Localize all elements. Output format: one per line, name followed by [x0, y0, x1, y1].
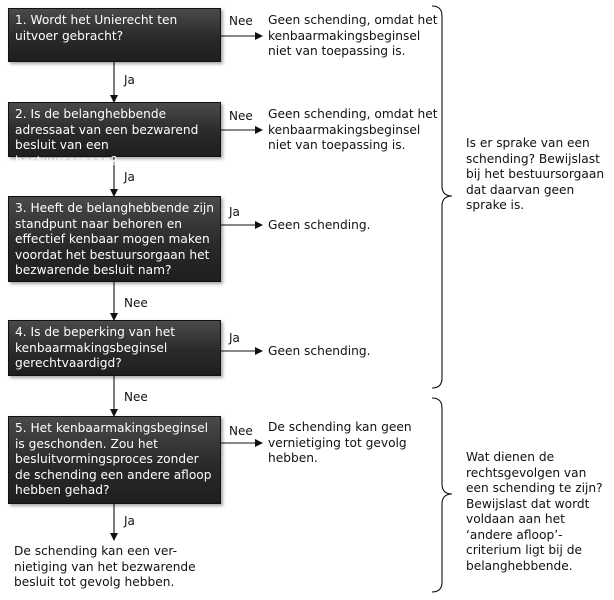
side-label-5: Nee — [229, 424, 253, 438]
side-label-2: Nee — [229, 109, 253, 123]
bracket-bottom — [431, 397, 453, 593]
decision-step-5: 5. Het kenbaarmakingsbeginsel is geschon… — [8, 416, 221, 504]
decision-step-2: 2. Is de belanghebbende adressaat van ee… — [8, 102, 221, 168]
side-label-1: Nee — [229, 14, 253, 28]
bracket-note-bottom: Wat dienen de rechtsgevolgen van een sch… — [466, 450, 603, 573]
outcome-5: De schending kan geen vernietiging tot g… — [268, 420, 412, 465]
decision-step-1: 1. Wordt het Unierecht ten uitvoer gebra… — [8, 8, 221, 62]
side-label-4: Ja — [229, 331, 240, 345]
outcome-2: Geen schending, omdat het kenbaarmakings… — [268, 107, 438, 152]
down-label-4: Nee — [124, 390, 148, 404]
bracket-note-top: Is er sprake van een schending? Bewijsla… — [466, 136, 605, 212]
outcome-1: Geen schending, omdat het kenbaarmakings… — [268, 13, 438, 58]
outcome-3: Geen schending. — [268, 218, 371, 232]
side-label-3: Ja — [229, 205, 240, 219]
decision-step-3: 3. Heeft de belanghebbende zijn standpun… — [8, 196, 221, 282]
down-label-3: Nee — [124, 296, 148, 310]
down-label-1: Ja — [124, 73, 135, 87]
outcome-4: Geen schending. — [268, 344, 371, 358]
decision-step-4: 4. Is de beperking van het kenbaarmaking… — [8, 320, 221, 376]
down-label-2: Ja — [124, 170, 135, 184]
final-outcome: De schending kan een ver-nietiging van h… — [14, 544, 196, 589]
down-label-5: Ja — [124, 514, 135, 528]
bracket-top — [431, 5, 453, 389]
